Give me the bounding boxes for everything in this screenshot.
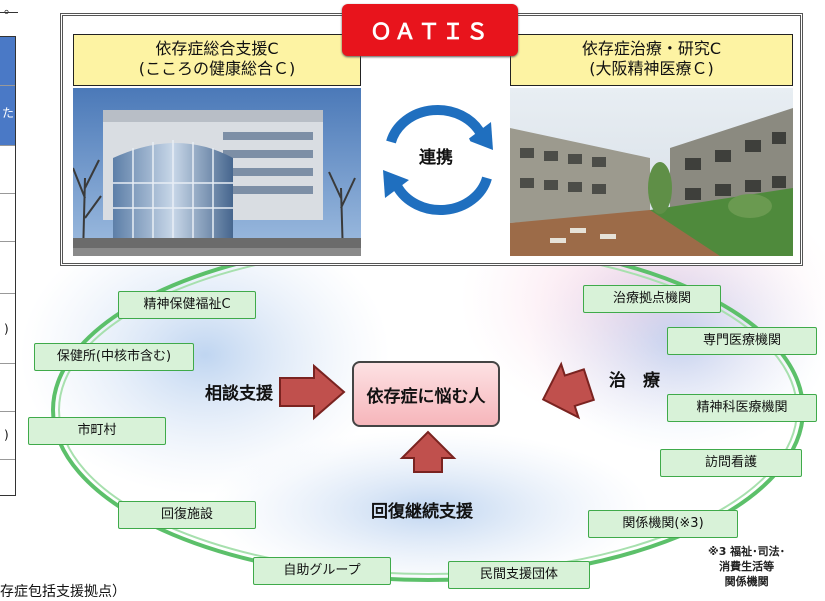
cooperation-cycle xyxy=(383,105,493,215)
left-table-cell: た xyxy=(2,106,15,120)
left-center-photo xyxy=(73,88,361,256)
consult-arrow xyxy=(279,363,346,421)
cycle-arrowhead-bottom xyxy=(383,170,409,198)
cooperation-label: 連携 xyxy=(419,148,453,168)
right-center-name: 依存症治療・研究C xyxy=(581,39,722,58)
left-table-row: た xyxy=(0,85,15,146)
left-table-row: ) xyxy=(0,293,15,364)
node-municipality: 市町村 xyxy=(28,417,166,445)
left-center-caption: 依存症総合支援C (こころの健康総合Ｃ) xyxy=(73,34,361,86)
center-node xyxy=(352,361,500,427)
node-health-center: 保健所(中核市含む) xyxy=(34,343,194,371)
oatis-title: ＯＡＴＩＳ xyxy=(369,20,490,45)
recovery-support-label: 回復継続支援 xyxy=(371,502,473,522)
bottom-fragment-text: 存症包括支援拠点） xyxy=(0,584,126,600)
footnote-line-2: 消費生活等 xyxy=(719,560,775,573)
left-table-cell: ) xyxy=(4,428,9,442)
recovery-arrow xyxy=(399,430,457,473)
left-table-row xyxy=(0,363,15,412)
node-recovery-facility: 回復施設 xyxy=(118,501,256,529)
footnote-line-3: 関係機関 xyxy=(724,575,769,588)
left-table-row xyxy=(0,241,15,294)
footnote-line-1: ※3 福祉･司法･ xyxy=(708,545,786,558)
left-center-name: 依存症総合支援C xyxy=(155,39,279,58)
treatment-label: 治 療 xyxy=(609,371,660,391)
node-home-nursing: 訪問看護 xyxy=(660,449,802,477)
recovery-area-ellipse xyxy=(210,430,650,590)
right-center-photo xyxy=(510,88,793,256)
left-table-row xyxy=(0,459,15,496)
node-specialist-medical: 専門医療機関 xyxy=(667,327,817,355)
node-psychiatric-medical: 精神科医療機関 xyxy=(667,394,817,422)
right-center-caption: 依存症治療・研究C (大阪精神医療Ｃ) xyxy=(510,34,793,86)
node-related-agencies: 関係機関(※3) xyxy=(588,510,738,538)
cycle-arrowhead-top xyxy=(467,122,493,150)
footnote: ※3 福祉･司法･ 消費生活等 関係機関 xyxy=(708,544,785,589)
node-treatment-hub: 治療拠点機関 xyxy=(583,285,721,313)
top-rule xyxy=(0,12,18,13)
left-table-row xyxy=(0,145,15,194)
right-center-subname: (大阪精神医療Ｃ) xyxy=(589,59,714,78)
left-table-header xyxy=(0,37,15,85)
node-private-support-group: 民間支援団体 xyxy=(448,561,590,589)
left-center-subname: (こころの健康総合Ｃ) xyxy=(138,59,296,78)
node-mental-health-welfare-center: 精神保健福祉C xyxy=(118,291,256,319)
node-self-help-group: 自助グループ xyxy=(253,557,391,585)
treatment-arrow xyxy=(541,361,596,420)
left-table-cell: ) xyxy=(4,322,9,336)
top-fragment-text: 。 xyxy=(4,2,18,17)
left-table-row: ) xyxy=(0,411,15,460)
cooperation-circle xyxy=(399,118,473,192)
consult-support-label: 相談支援 xyxy=(205,384,273,404)
center-node-label: 依存症に悩む人 xyxy=(366,387,486,407)
cycle-arrow-bottom xyxy=(392,176,492,215)
oatis-badge xyxy=(342,4,518,56)
left-table-row xyxy=(0,193,15,242)
cycle-arrow-top xyxy=(386,105,486,144)
left-table: た ) ) xyxy=(0,36,16,496)
